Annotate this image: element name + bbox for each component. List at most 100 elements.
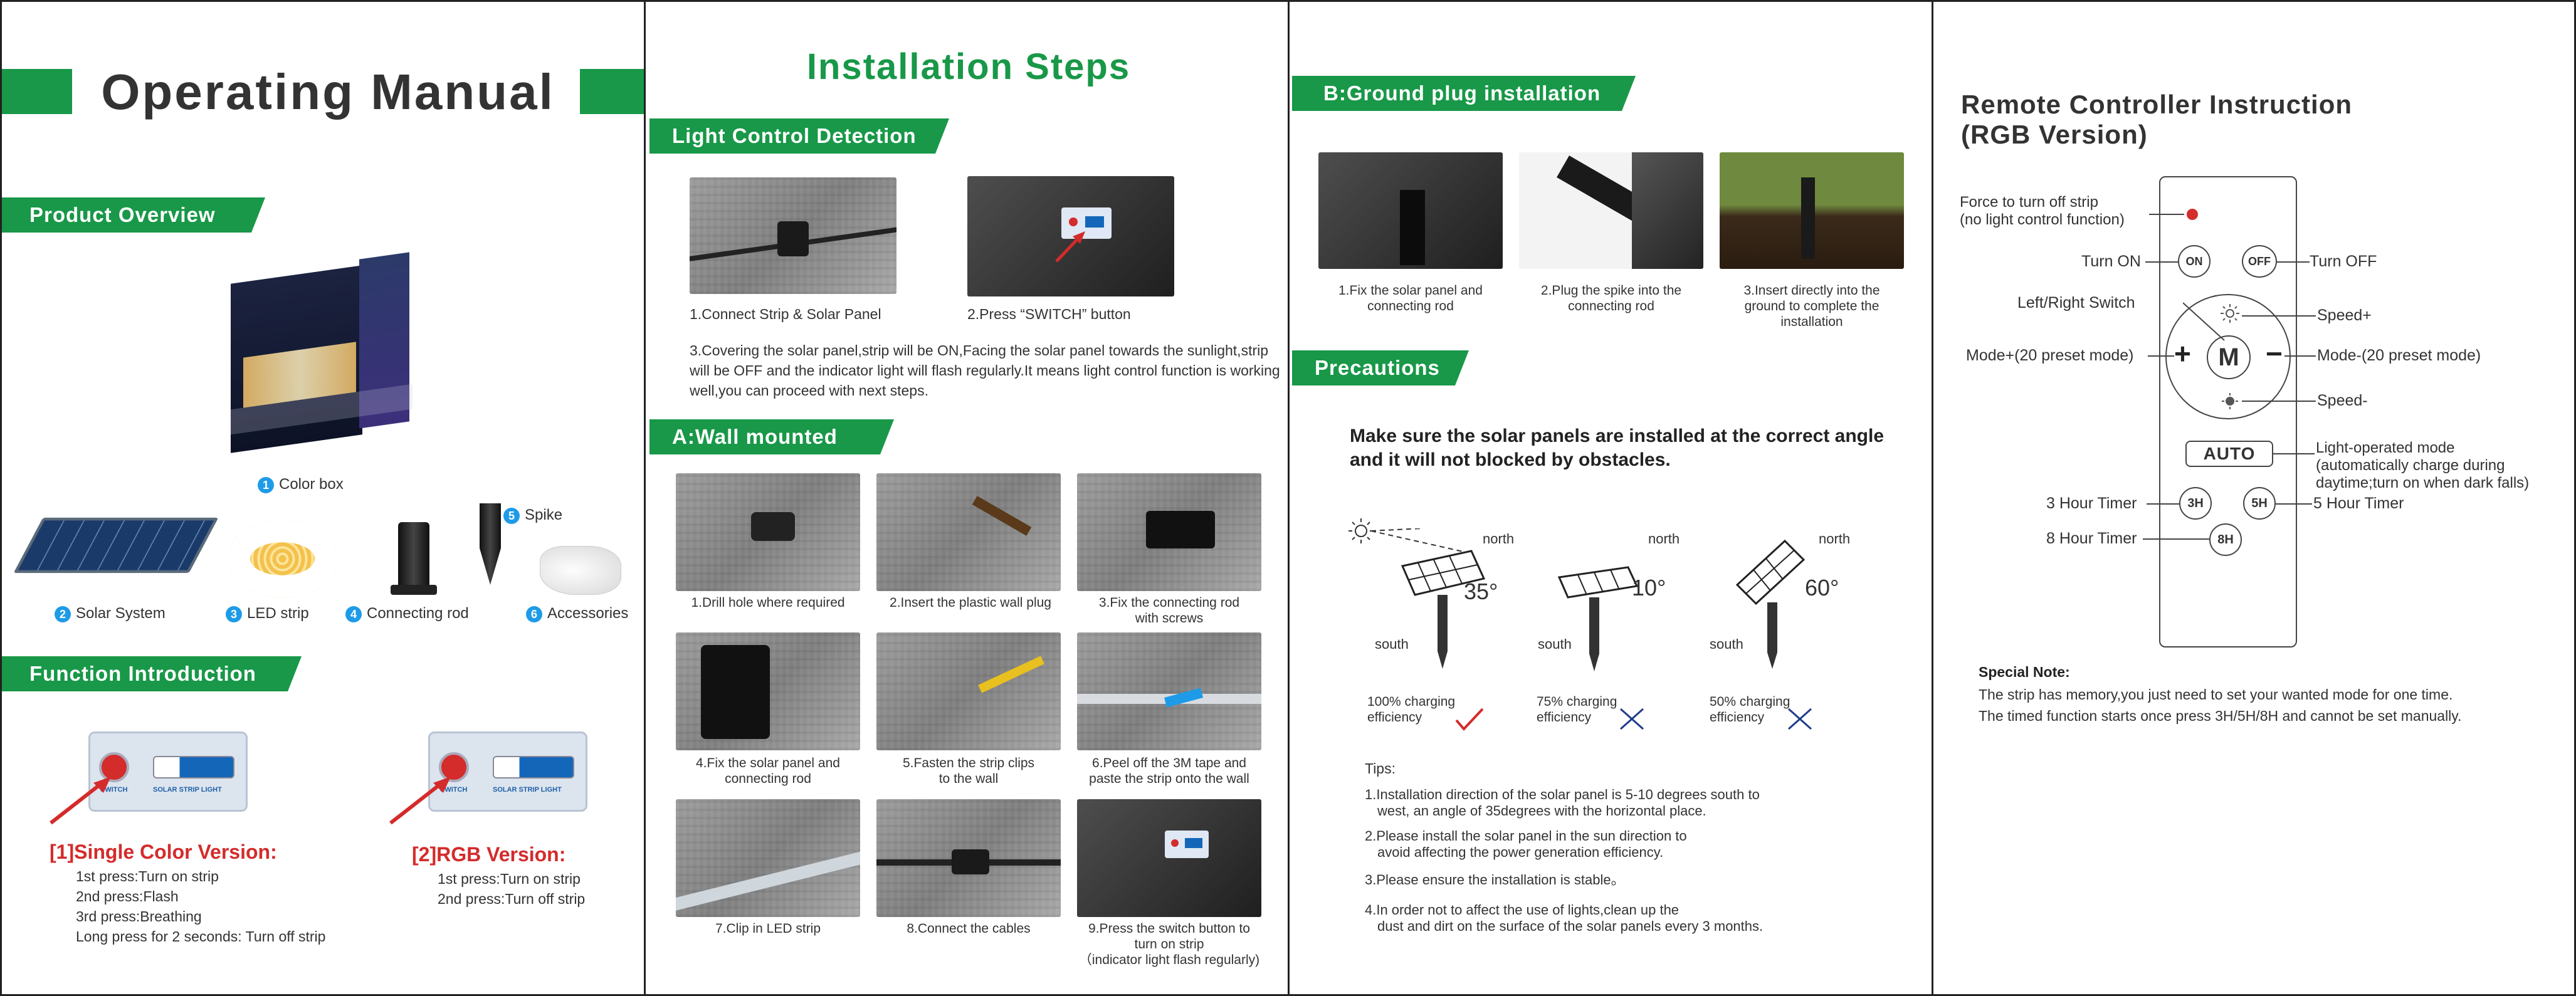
label-turn-on: Turn ON [2081,253,2141,270]
speed-plus-icon[interactable] [2219,303,2241,324]
precaution-headline: Make sure the solar panels are installed… [1350,426,1884,470]
switch-panel-single: SWITCH SOLAR STRIP LIGHT [88,731,248,812]
speed-minus-icon[interactable] [2219,391,2241,412]
label-5h: 5 Hour Timer [2313,495,2404,512]
south-label: south [1710,636,1743,652]
section-function-introduction: Function Introduction [2,656,302,691]
wall-step-photo [676,799,860,917]
single-line: Long press for 2 seconds: Turn off strip [76,928,326,945]
north-label: north [1648,531,1680,547]
ground-step-photo [1720,152,1904,269]
timer-3h-button[interactable]: 3H [2179,487,2212,520]
label-left-right: Left/Right Switch [2017,294,2135,312]
rgb-line: 1st press:Turn on strip [438,871,581,887]
wall-step-caption: 1.Drill hole where required [691,595,845,610]
section-light-control: Light Control Detection [649,118,949,154]
leader-line [2145,261,2178,263]
wall-step-photo [876,473,1061,591]
indicator-bar [153,756,234,778]
force-off-indicator[interactable] [2187,209,2198,220]
mode-plus-button[interactable]: + [2174,337,2191,370]
off-button[interactable]: OFF [2242,245,2277,278]
press-switch-photo [967,176,1174,296]
label-mode-minus: Mode-(20 preset mode) [2317,347,2481,364]
ground-step-photo [1318,152,1503,269]
switch-panel-rgb: SWITCH SOLAR STRIP LIGHT [428,731,587,812]
switch-button-red[interactable] [99,752,129,782]
m-button[interactable]: M [2207,335,2251,379]
wall-step-caption: 2.Insert the plastic wall plug [890,595,1051,610]
auto-button[interactable]: AUTO [2185,441,2273,467]
number-badge: 1 [258,476,274,493]
leader-line [2273,453,2315,454]
timer-5h-button[interactable]: 5H [2243,487,2276,520]
tip-item: 4.In order not to affect the use of ligh… [1365,902,1764,934]
panel-ground-precautions: B:Ground plug installation 1.Fix the sol… [1288,0,1933,996]
mode-ring [2165,294,2291,419]
wall-step-photo [1077,632,1261,750]
leader-line [2284,355,2316,357]
wall-step-photo [876,799,1061,917]
section-product-overview: Product Overview [2,197,265,233]
leader-line [2183,302,2225,341]
number-badge: 6 [526,605,542,622]
mode-minus-button[interactable]: − [2266,337,2283,370]
led-strip-image [228,520,337,598]
north-label: north [1483,531,1515,547]
wall-step-caption: 7.Clip in LED strip [715,921,821,936]
angle-value: 35° [1464,579,1498,604]
panel-installation-steps: Installation Steps Light Control Detecti… [644,0,1290,996]
switch-panel-text: SOLAR STRIP LIGHT [493,786,562,794]
title-bar-left [2,69,72,114]
step3-text: 3.Covering the solar panel,strip will be… [690,342,1280,399]
single-line: 3rd press:Breathing [76,908,202,925]
section-precautions: Precautions [1292,350,1469,385]
section-wall-mounted: A:Wall mounted [649,419,894,454]
number-badge: 2 [55,605,71,622]
installation-title: Installation Steps [806,46,1131,87]
single-line: 2nd press:Flash [76,888,179,904]
number-badge: 4 [345,605,362,622]
step2-caption: 2.Press “SWITCH” button [967,306,1131,322]
on-button[interactable]: ON [2178,245,2211,278]
cross-icon [1788,708,1812,730]
single-color-heading: [1]Single Color Version: [50,841,277,863]
page-title: Operating Manual [101,64,555,120]
label-turn-off: Turn OFF [2310,253,2377,270]
switch-label: SWITCH [100,786,128,794]
tip-item: 1.Installation direction of the solar pa… [1365,787,1760,819]
switch-button-red[interactable] [439,752,469,782]
ground-step-photo [1519,152,1703,269]
solar-panel-image [13,517,219,574]
label-mode-plus: Mode+(20 preset mode) [1966,347,2134,364]
leader-line [2143,538,2209,540]
tip-item: 2.Please install the solar panel in the … [1365,828,1687,860]
south-label: south [1375,636,1409,652]
wall-step-photo [876,632,1061,750]
sun-icon [1348,518,1374,543]
rgb-heading: [2]RGB Version: [412,843,566,866]
connect-strip-photo [690,177,896,294]
spike-image [480,503,501,585]
leader-line [2242,315,2316,317]
number-badge: 5 [503,507,520,524]
label-8h: 8 Hour Timer [2046,530,2137,547]
remote-title: Remote Controller Instruction(RGB Versio… [1961,90,2353,149]
solar-stake-icon [1401,550,1486,669]
north-label: north [1819,531,1851,547]
timer-8h-button[interactable]: 8H [2209,523,2242,556]
